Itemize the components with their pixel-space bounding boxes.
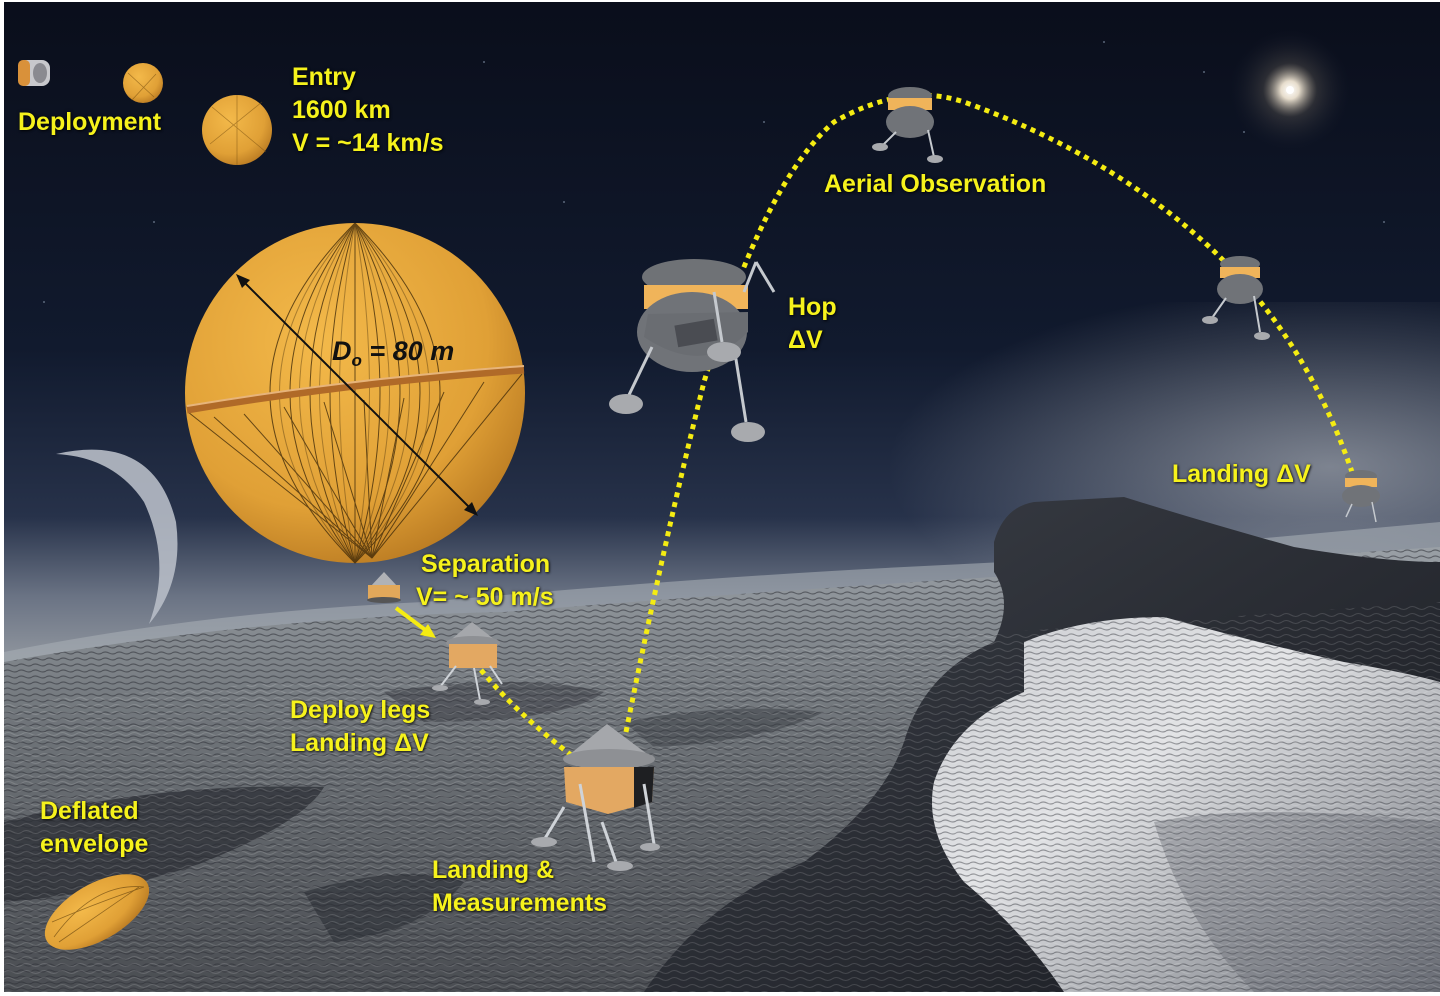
- label-balloon-diameter: Do = 80 m: [332, 336, 454, 371]
- diameter-subscript: o: [351, 351, 362, 370]
- medium-balloon-icon: [202, 95, 272, 165]
- label-landing-measurements: Landing & Measurements: [432, 854, 607, 920]
- label-deployment: Deployment: [18, 108, 162, 136]
- hopper-landing-icon: [1342, 470, 1380, 523]
- label-deploy-legs-line1: Deploy legs: [290, 696, 431, 724]
- diameter-symbol: D: [332, 336, 352, 366]
- label-hop-line2: ΔV: [788, 326, 823, 354]
- label-separation-title: Separation: [421, 550, 551, 578]
- separation-capsule-icon: [367, 572, 401, 603]
- arrow-icon: [394, 606, 436, 638]
- label-separation-velocity: V= ~ 50 m/s: [416, 583, 554, 611]
- large-balloon-icon: [185, 222, 525, 564]
- hopper-descending-icon: [1202, 256, 1270, 340]
- label-landing-dv: Landing ΔV: [1172, 460, 1311, 488]
- entry-capsule-icon: [18, 60, 50, 86]
- lander-icon: [432, 622, 503, 705]
- diameter-value: = 80 m: [361, 336, 455, 366]
- label-landing-measurements-line1: Landing &: [432, 856, 555, 884]
- label-entry-altitude: 1600 km: [292, 96, 391, 124]
- hopper-aerial-icon: [872, 87, 943, 163]
- small-balloon-icon: [123, 63, 163, 103]
- lander-landed-icon: [531, 724, 660, 871]
- label-deploy-legs-line2: Landing ΔV: [290, 729, 429, 757]
- label-deflated-line2: envelope: [40, 830, 149, 858]
- label-entry-title: Entry: [292, 63, 356, 91]
- label-landing-measurements-line2: Measurements: [432, 889, 608, 917]
- moon-crescent-icon: [56, 449, 178, 624]
- label-hop-line1: Hop: [788, 293, 837, 321]
- mission-scene: Deployment Entry 1600 km V = ~14 km/s Do…: [4, 2, 1440, 992]
- label-entry-velocity: V = ~14 km/s: [292, 129, 444, 157]
- label-deflated-line1: Deflated: [40, 797, 139, 825]
- hopper-icon: [609, 259, 776, 442]
- label-hop: Hop ΔV: [788, 291, 837, 357]
- label-entry: Entry 1600 km V = ~14 km/s: [292, 61, 444, 160]
- label-deflated-envelope: Deflated envelope: [40, 795, 148, 861]
- label-separation: Separation V= ~ 50 m/s: [416, 548, 554, 614]
- deflated-envelope-icon: [44, 874, 150, 950]
- scene-background: [4, 2, 1440, 992]
- label-aerial-observation: Aerial Observation: [824, 170, 1047, 198]
- sun-icon: [1230, 30, 1350, 150]
- label-deploy-legs: Deploy legs Landing ΔV: [290, 694, 430, 760]
